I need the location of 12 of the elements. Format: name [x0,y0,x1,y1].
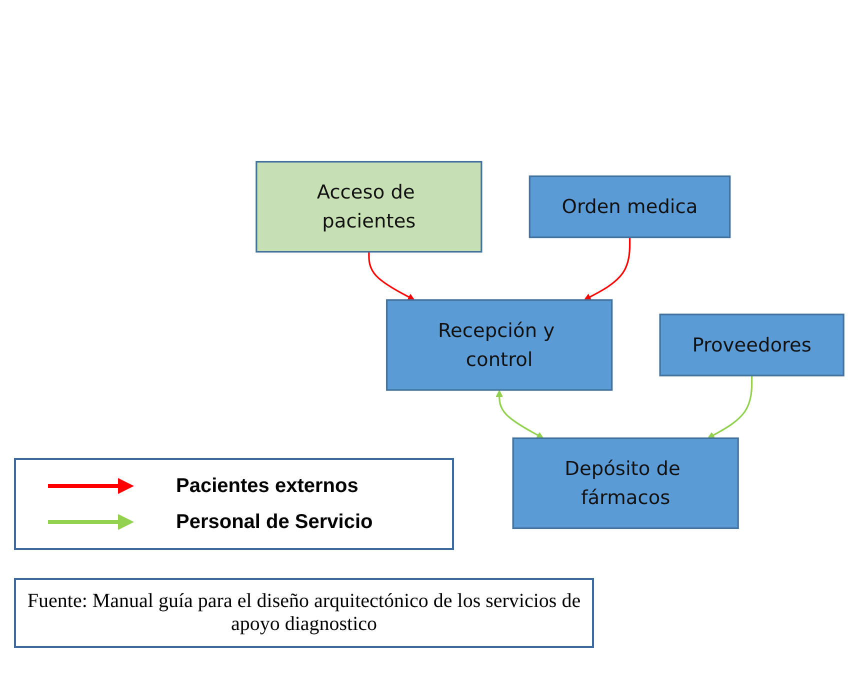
node-box: Proveedores [659,314,844,376]
node-box: Recepción y control [386,299,613,391]
legend-label: Personal de Servicio [176,510,373,534]
legend-label: Pacientes externos [176,474,358,498]
node-box: Depósito de fármacos [512,437,739,530]
caption-text: Fuente: Manual guía para el diseño arquitectónico de los servicios de apoyo diagnostico [14,578,594,648]
arrow [584,237,631,300]
arrow [368,252,415,300]
node-box: Acceso de pacientes [256,160,482,253]
arrow [496,390,544,439]
node-box: Orden medica [528,175,731,238]
arrow [707,376,753,439]
